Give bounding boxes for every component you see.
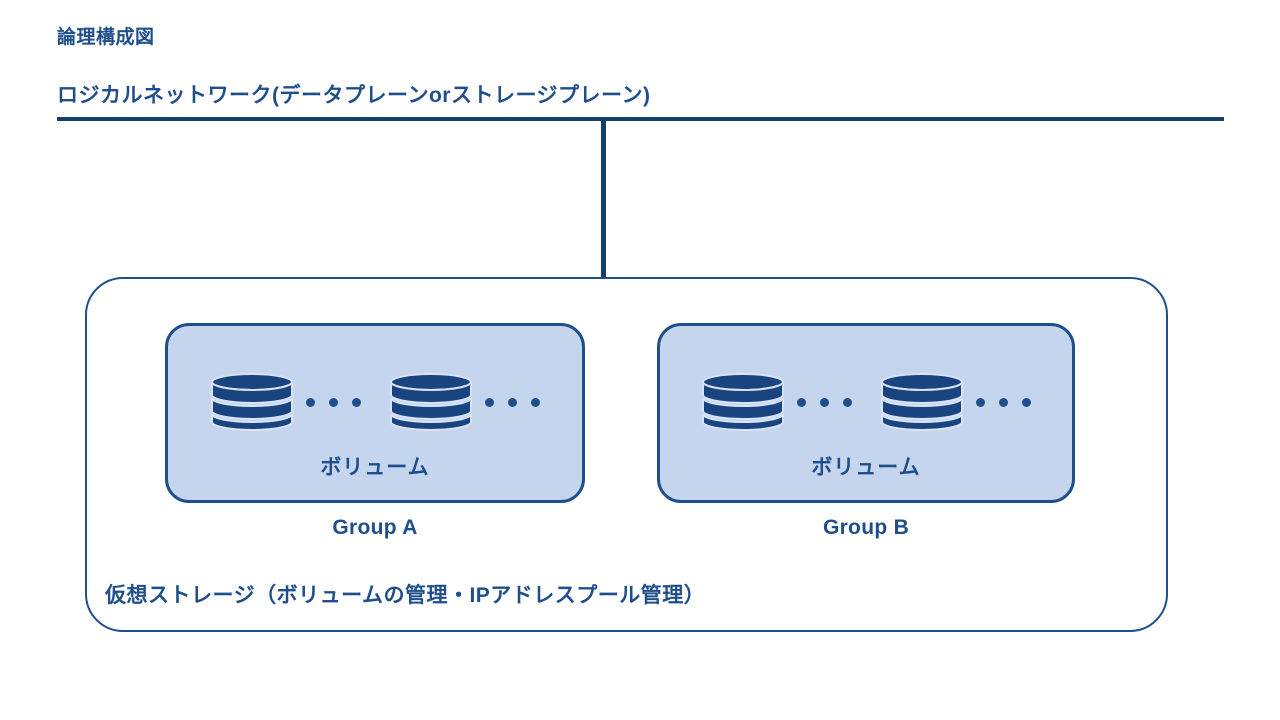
database-icon (390, 373, 472, 431)
database-icon (702, 373, 784, 431)
ellipsis-dot (485, 397, 494, 407)
group-b[interactable]: ボリューム Group B (657, 323, 1075, 539)
ellipsis-dot (999, 397, 1008, 407)
ellipsis-dot (508, 397, 517, 407)
volume-row-a (165, 373, 585, 431)
group-name-a: Group A (332, 516, 418, 539)
ellipsis-dot (306, 397, 315, 407)
ellipsis-dot (820, 397, 829, 407)
network-drop-line (601, 119, 606, 279)
ellipsis-dots (485, 397, 540, 407)
volume-unit[interactable] (210, 373, 361, 431)
network-bus-line (57, 117, 1224, 121)
database-icon (881, 373, 963, 431)
ellipsis-dot (329, 397, 338, 407)
logical-network-label: ロジカルネットワーク(データプレーンorストレージプレーン) (57, 84, 651, 107)
volume-unit[interactable] (701, 373, 852, 431)
ellipsis-dot (797, 397, 806, 407)
group-a[interactable]: ボリューム Group A (165, 323, 585, 539)
ellipsis-dot (1022, 397, 1031, 407)
volume-label-a: ボリューム (320, 456, 430, 479)
ellipsis-dot (531, 397, 540, 407)
virtual-storage-container (85, 277, 1168, 632)
volume-unit[interactable] (389, 373, 540, 431)
group-name-b: Group B (822, 516, 910, 539)
volume-unit[interactable] (880, 373, 1031, 431)
ellipsis-dot (843, 397, 852, 407)
page-title: 論理構成図 (57, 27, 155, 48)
ellipsis-dots (797, 397, 852, 407)
ellipsis-dots (976, 397, 1031, 407)
virtual-storage-caption: 仮想ストレージ（ボリュームの管理・IPアドレスプール管理） (105, 584, 706, 607)
volume-label-b: ボリューム (811, 456, 921, 479)
ellipsis-dot (352, 397, 361, 407)
ellipsis-dots (306, 397, 361, 407)
database-icon (211, 373, 293, 431)
ellipsis-dot (976, 397, 985, 407)
volume-row-b (657, 373, 1075, 431)
